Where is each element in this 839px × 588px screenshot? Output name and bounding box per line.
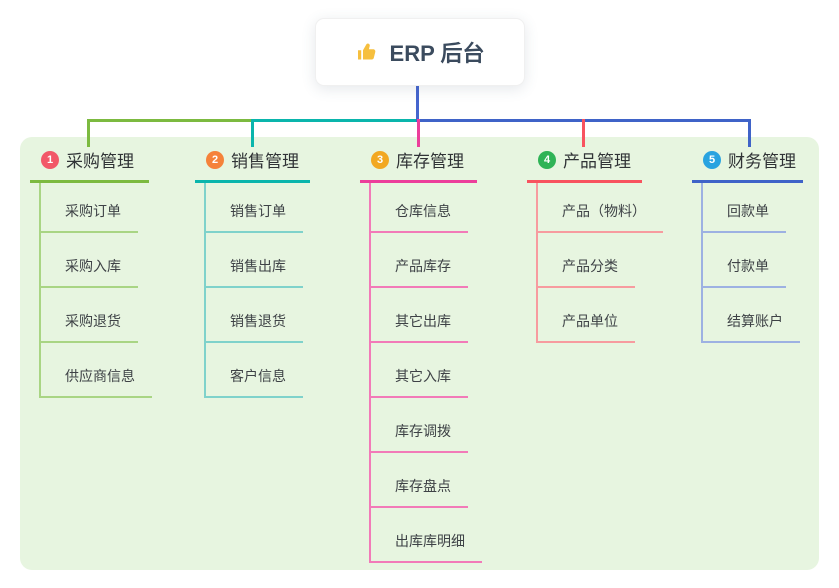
child-node-label: 产品分类 bbox=[562, 258, 618, 274]
branches-panel bbox=[20, 137, 819, 570]
branch-node-finance[interactable]: 5 财务管理 bbox=[692, 147, 803, 183]
child-node-finance[interactable]: 回款单 bbox=[703, 183, 786, 233]
child-node-purchase[interactable]: 供应商信息 bbox=[41, 343, 152, 398]
root-node-label: ERP 后台 bbox=[389, 41, 485, 66]
branch-children-purchase: 采购订单采购入库采购退货供应商信息 bbox=[39, 183, 152, 398]
branch-node-sales[interactable]: 2 销售管理 bbox=[195, 147, 310, 183]
child-node-label: 其它出库 bbox=[395, 313, 451, 329]
branch-node-product[interactable]: 4 产品管理 bbox=[527, 147, 642, 183]
child-node-label: 回款单 bbox=[727, 203, 769, 219]
branch-finance: 5 财务管理回款单付款单结算账户 bbox=[692, 147, 803, 343]
child-node-inventory[interactable]: 库存调拨 bbox=[371, 398, 468, 453]
branch-title-sales: 销售管理 bbox=[231, 152, 299, 171]
connector-bus-purchase bbox=[87, 119, 253, 122]
child-node-finance[interactable]: 结算账户 bbox=[703, 288, 800, 343]
branch-node-inventory[interactable]: 3 库存管理 bbox=[360, 147, 477, 183]
child-node-inventory[interactable]: 其它入库 bbox=[371, 343, 468, 398]
connector-drop-inventory bbox=[417, 119, 420, 147]
branch-title-finance: 财务管理 bbox=[728, 152, 796, 171]
child-node-product[interactable]: 产品分类 bbox=[538, 233, 635, 288]
connector-root-drop bbox=[416, 84, 419, 119]
branch-badge-finance: 5 bbox=[703, 150, 721, 169]
child-node-purchase[interactable]: 采购订单 bbox=[41, 183, 138, 233]
child-node-label: 库存盘点 bbox=[395, 478, 451, 494]
child-node-label: 其它入库 bbox=[395, 368, 451, 384]
child-node-purchase[interactable]: 采购入库 bbox=[41, 233, 138, 288]
child-node-product[interactable]: 产品单位 bbox=[538, 288, 635, 343]
root-node[interactable]: ERP 后台 bbox=[315, 18, 525, 86]
child-node-label: 付款单 bbox=[727, 258, 769, 274]
branch-children-product: 产品（物料） 产品分类产品单位 bbox=[536, 183, 663, 343]
branch-purchase: 1 采购管理采购订单采购入库采购退货供应商信息 bbox=[30, 147, 152, 398]
child-node-label: 采购入库 bbox=[65, 258, 121, 274]
child-node-inventory[interactable]: 其它出库 bbox=[371, 288, 468, 343]
child-node-sales[interactable]: 销售订单 bbox=[206, 183, 303, 233]
child-node-label: 结算账户 bbox=[727, 313, 783, 329]
child-node-label: 销售退货 bbox=[230, 313, 286, 329]
child-node-label: 产品库存 bbox=[395, 258, 451, 274]
child-node-label: 销售出库 bbox=[230, 258, 286, 274]
branch-badge-product: 4 bbox=[538, 150, 556, 169]
branch-title-product: 产品管理 bbox=[563, 152, 631, 171]
branch-badge-purchase: 1 bbox=[41, 150, 59, 169]
child-node-label: 产品（物料） bbox=[562, 203, 646, 219]
branch-inventory: 3 库存管理仓库信息产品库存其它出库其它入库库存调拨库存盘点出库库明细 bbox=[360, 147, 482, 563]
child-node-label: 出库库明细 bbox=[395, 533, 465, 549]
branch-children-finance: 回款单付款单结算账户 bbox=[701, 183, 800, 343]
connector-drop-product bbox=[582, 119, 585, 147]
child-node-sales[interactable]: 销售出库 bbox=[206, 233, 303, 288]
child-node-finance[interactable]: 付款单 bbox=[703, 233, 786, 288]
thumbs-up-icon bbox=[356, 40, 380, 64]
connector-drop-finance bbox=[748, 119, 751, 147]
branch-title-inventory: 库存管理 bbox=[396, 152, 464, 171]
child-node-inventory[interactable]: 仓库信息 bbox=[371, 183, 468, 233]
branch-sales: 2 销售管理销售订单销售出库销售退货客户信息 bbox=[195, 147, 310, 398]
branch-children-sales: 销售订单销售出库销售退货客户信息 bbox=[204, 183, 303, 398]
child-node-label: 销售订单 bbox=[230, 203, 286, 219]
child-node-label: 采购退货 bbox=[65, 313, 121, 329]
branch-badge-inventory: 3 bbox=[371, 150, 389, 169]
child-node-label: 产品单位 bbox=[562, 313, 618, 329]
branch-product: 4 产品管理产品（物料） 产品分类产品单位 bbox=[527, 147, 663, 343]
child-node-label: 客户信息 bbox=[230, 368, 286, 384]
child-node-sales[interactable]: 销售退货 bbox=[206, 288, 303, 343]
child-node-label: 供应商信息 bbox=[65, 368, 135, 384]
connector-bus-sales bbox=[251, 119, 419, 122]
child-node-label: 采购订单 bbox=[65, 203, 121, 219]
branch-node-purchase[interactable]: 1 采购管理 bbox=[30, 147, 149, 183]
child-node-inventory[interactable]: 库存盘点 bbox=[371, 453, 468, 508]
child-node-label: 仓库信息 bbox=[395, 203, 451, 219]
connector-drop-sales bbox=[251, 119, 254, 147]
child-node-inventory[interactable]: 出库库明细 bbox=[371, 508, 482, 563]
child-node-purchase[interactable]: 采购退货 bbox=[41, 288, 138, 343]
child-node-sales[interactable]: 客户信息 bbox=[206, 343, 303, 398]
branch-children-inventory: 仓库信息产品库存其它出库其它入库库存调拨库存盘点出库库明细 bbox=[369, 183, 482, 563]
connector-drop-purchase bbox=[87, 119, 90, 147]
branch-badge-sales: 2 bbox=[206, 150, 224, 169]
branch-title-purchase: 采购管理 bbox=[66, 152, 134, 171]
child-node-label: 库存调拨 bbox=[395, 423, 451, 439]
child-node-product[interactable]: 产品（物料） bbox=[538, 183, 663, 233]
child-node-inventory[interactable]: 产品库存 bbox=[371, 233, 468, 288]
